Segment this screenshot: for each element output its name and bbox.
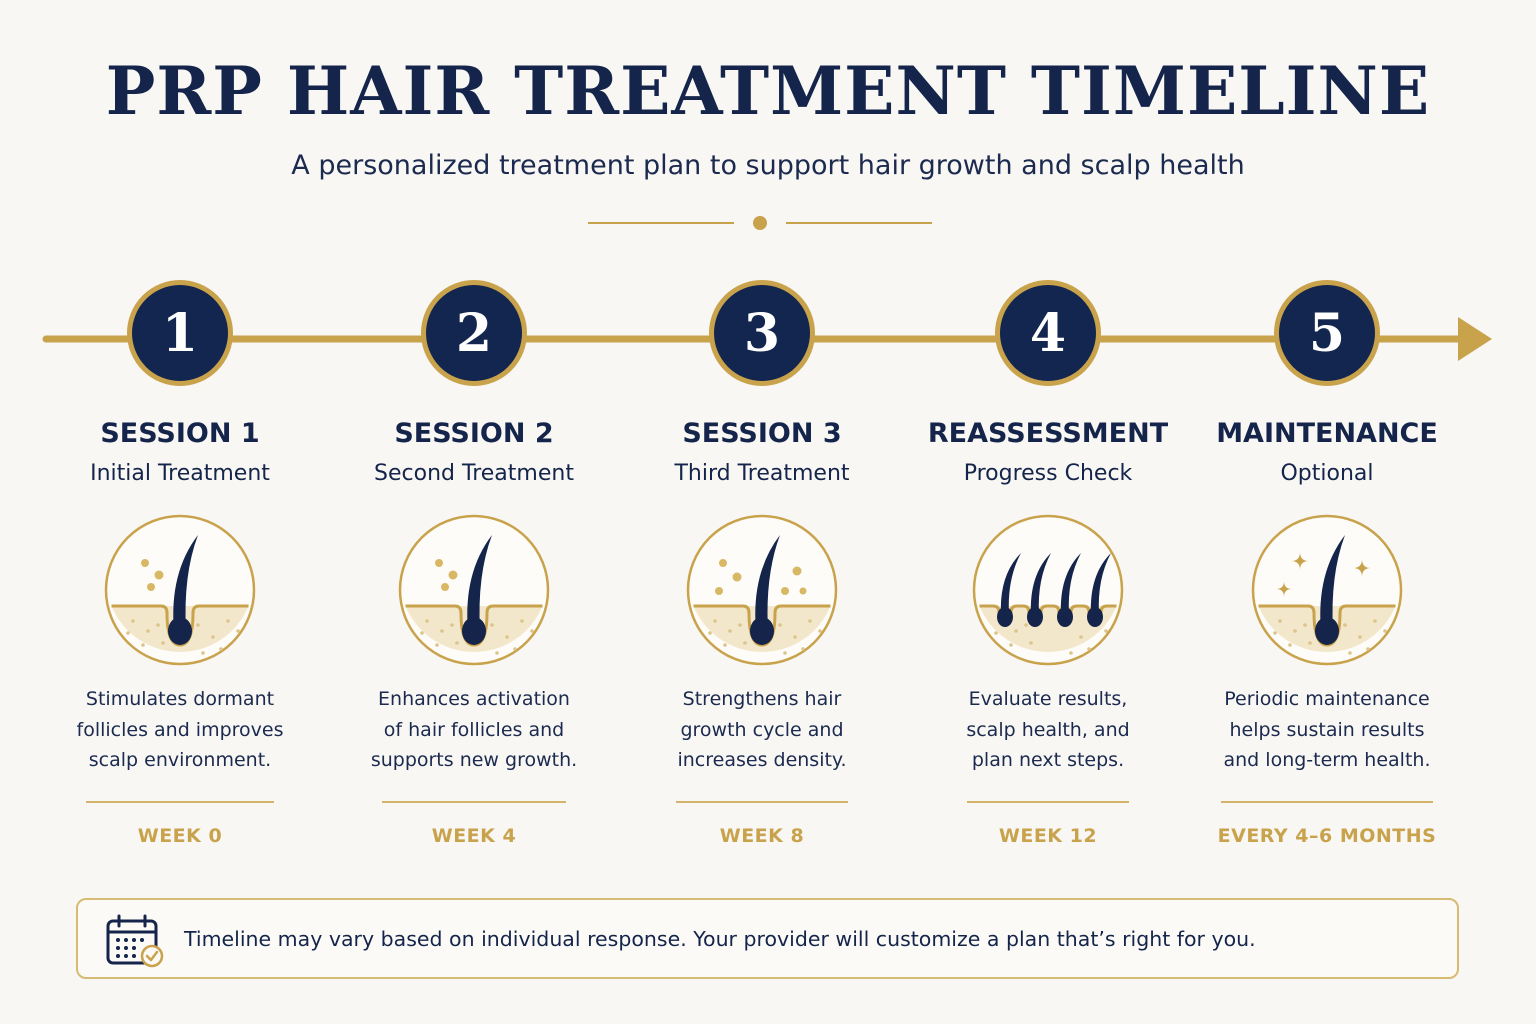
step-description: Periodic maintenance helps sustain result… <box>1202 684 1452 776</box>
step-subtitle: Initial Treatment <box>90 461 270 486</box>
step-description-line: follicles and improves <box>76 718 284 741</box>
step-description: Enhances activation of hair follicles and… <box>349 684 599 776</box>
note-text: Timeline may vary based on individual re… <box>184 927 1256 951</box>
sparkle-hair-follicle-icon <box>1250 513 1404 667</box>
step-title: REASSESSMENT <box>927 418 1169 449</box>
step-number-badge: 3 <box>709 280 815 386</box>
step-subtitle: Second Treatment <box>374 461 574 486</box>
step-title: MAINTENANCE <box>1216 418 1438 449</box>
step-timing: WEEK 8 <box>719 825 805 847</box>
step-number-badge: 5 <box>1274 280 1380 386</box>
step-description-line: Strengthens hair <box>682 688 842 710</box>
timeline-note: Timeline may vary based on individual re… <box>76 898 1459 979</box>
step-description-line: increases density. <box>677 749 847 771</box>
step-divider <box>676 801 848 803</box>
step-description-line: supports new growth. <box>370 749 578 771</box>
step-description: Evaluate results, scalp health, and plan n… <box>923 684 1173 776</box>
multiple-hair-follicles-icon <box>971 513 1125 667</box>
step-description-line: scalp health, and <box>966 718 1130 741</box>
title-divider <box>588 216 932 230</box>
step-divider <box>382 801 566 803</box>
calendar-check-icon <box>106 914 164 968</box>
step-number-badge: 2 <box>421 280 527 386</box>
page-subtitle: A personalized treatment plan to support… <box>291 150 1245 181</box>
step-description: Strengthens hair growth cycle and increase… <box>637 684 887 776</box>
step-description-line: helps sustain results <box>1229 718 1425 741</box>
step-divider <box>1221 801 1433 803</box>
step-title: SESSION 1 <box>100 418 260 449</box>
page-title: PRP HAIR TREATMENT TIMELINE <box>105 52 1431 130</box>
step-description-line: plan next steps. <box>971 749 1125 771</box>
step-timing: WEEK 0 <box>137 825 223 847</box>
step-title: SESSION 2 <box>394 418 554 449</box>
single-hair-follicle-icon <box>685 513 839 667</box>
step-description: Stimulates dormant follicles and improves… <box>55 684 305 776</box>
step-subtitle: Optional <box>1280 461 1374 486</box>
step-number-badge: 1 <box>127 280 233 386</box>
step-description-line: Periodic maintenance <box>1224 688 1430 710</box>
step-timing: WEEK 12 <box>998 825 1098 847</box>
step-timing: WEEK 4 <box>431 825 517 847</box>
single-hair-follicle-icon <box>103 513 257 667</box>
step-divider <box>967 801 1129 803</box>
step-subtitle: Progress Check <box>963 461 1133 486</box>
step-timing: EVERY 4–6 MONTHS <box>1217 825 1437 847</box>
step-title: SESSION 3 <box>682 418 842 449</box>
single-hair-follicle-icon <box>397 513 551 667</box>
step-divider <box>86 801 274 803</box>
step-description-line: scalp environment. <box>88 749 272 771</box>
step-description-line: growth cycle and <box>680 718 844 741</box>
step-description-line: Stimulates dormant <box>85 688 275 710</box>
step-number-badge: 4 <box>995 280 1101 386</box>
step-description-line: of hair follicles and <box>383 718 565 741</box>
step-description-line: Evaluate results, <box>968 688 1128 710</box>
step-description-line: and long-term health. <box>1223 749 1431 771</box>
step-subtitle: Third Treatment <box>674 461 850 486</box>
step-description-line: Enhances activation <box>378 688 570 710</box>
